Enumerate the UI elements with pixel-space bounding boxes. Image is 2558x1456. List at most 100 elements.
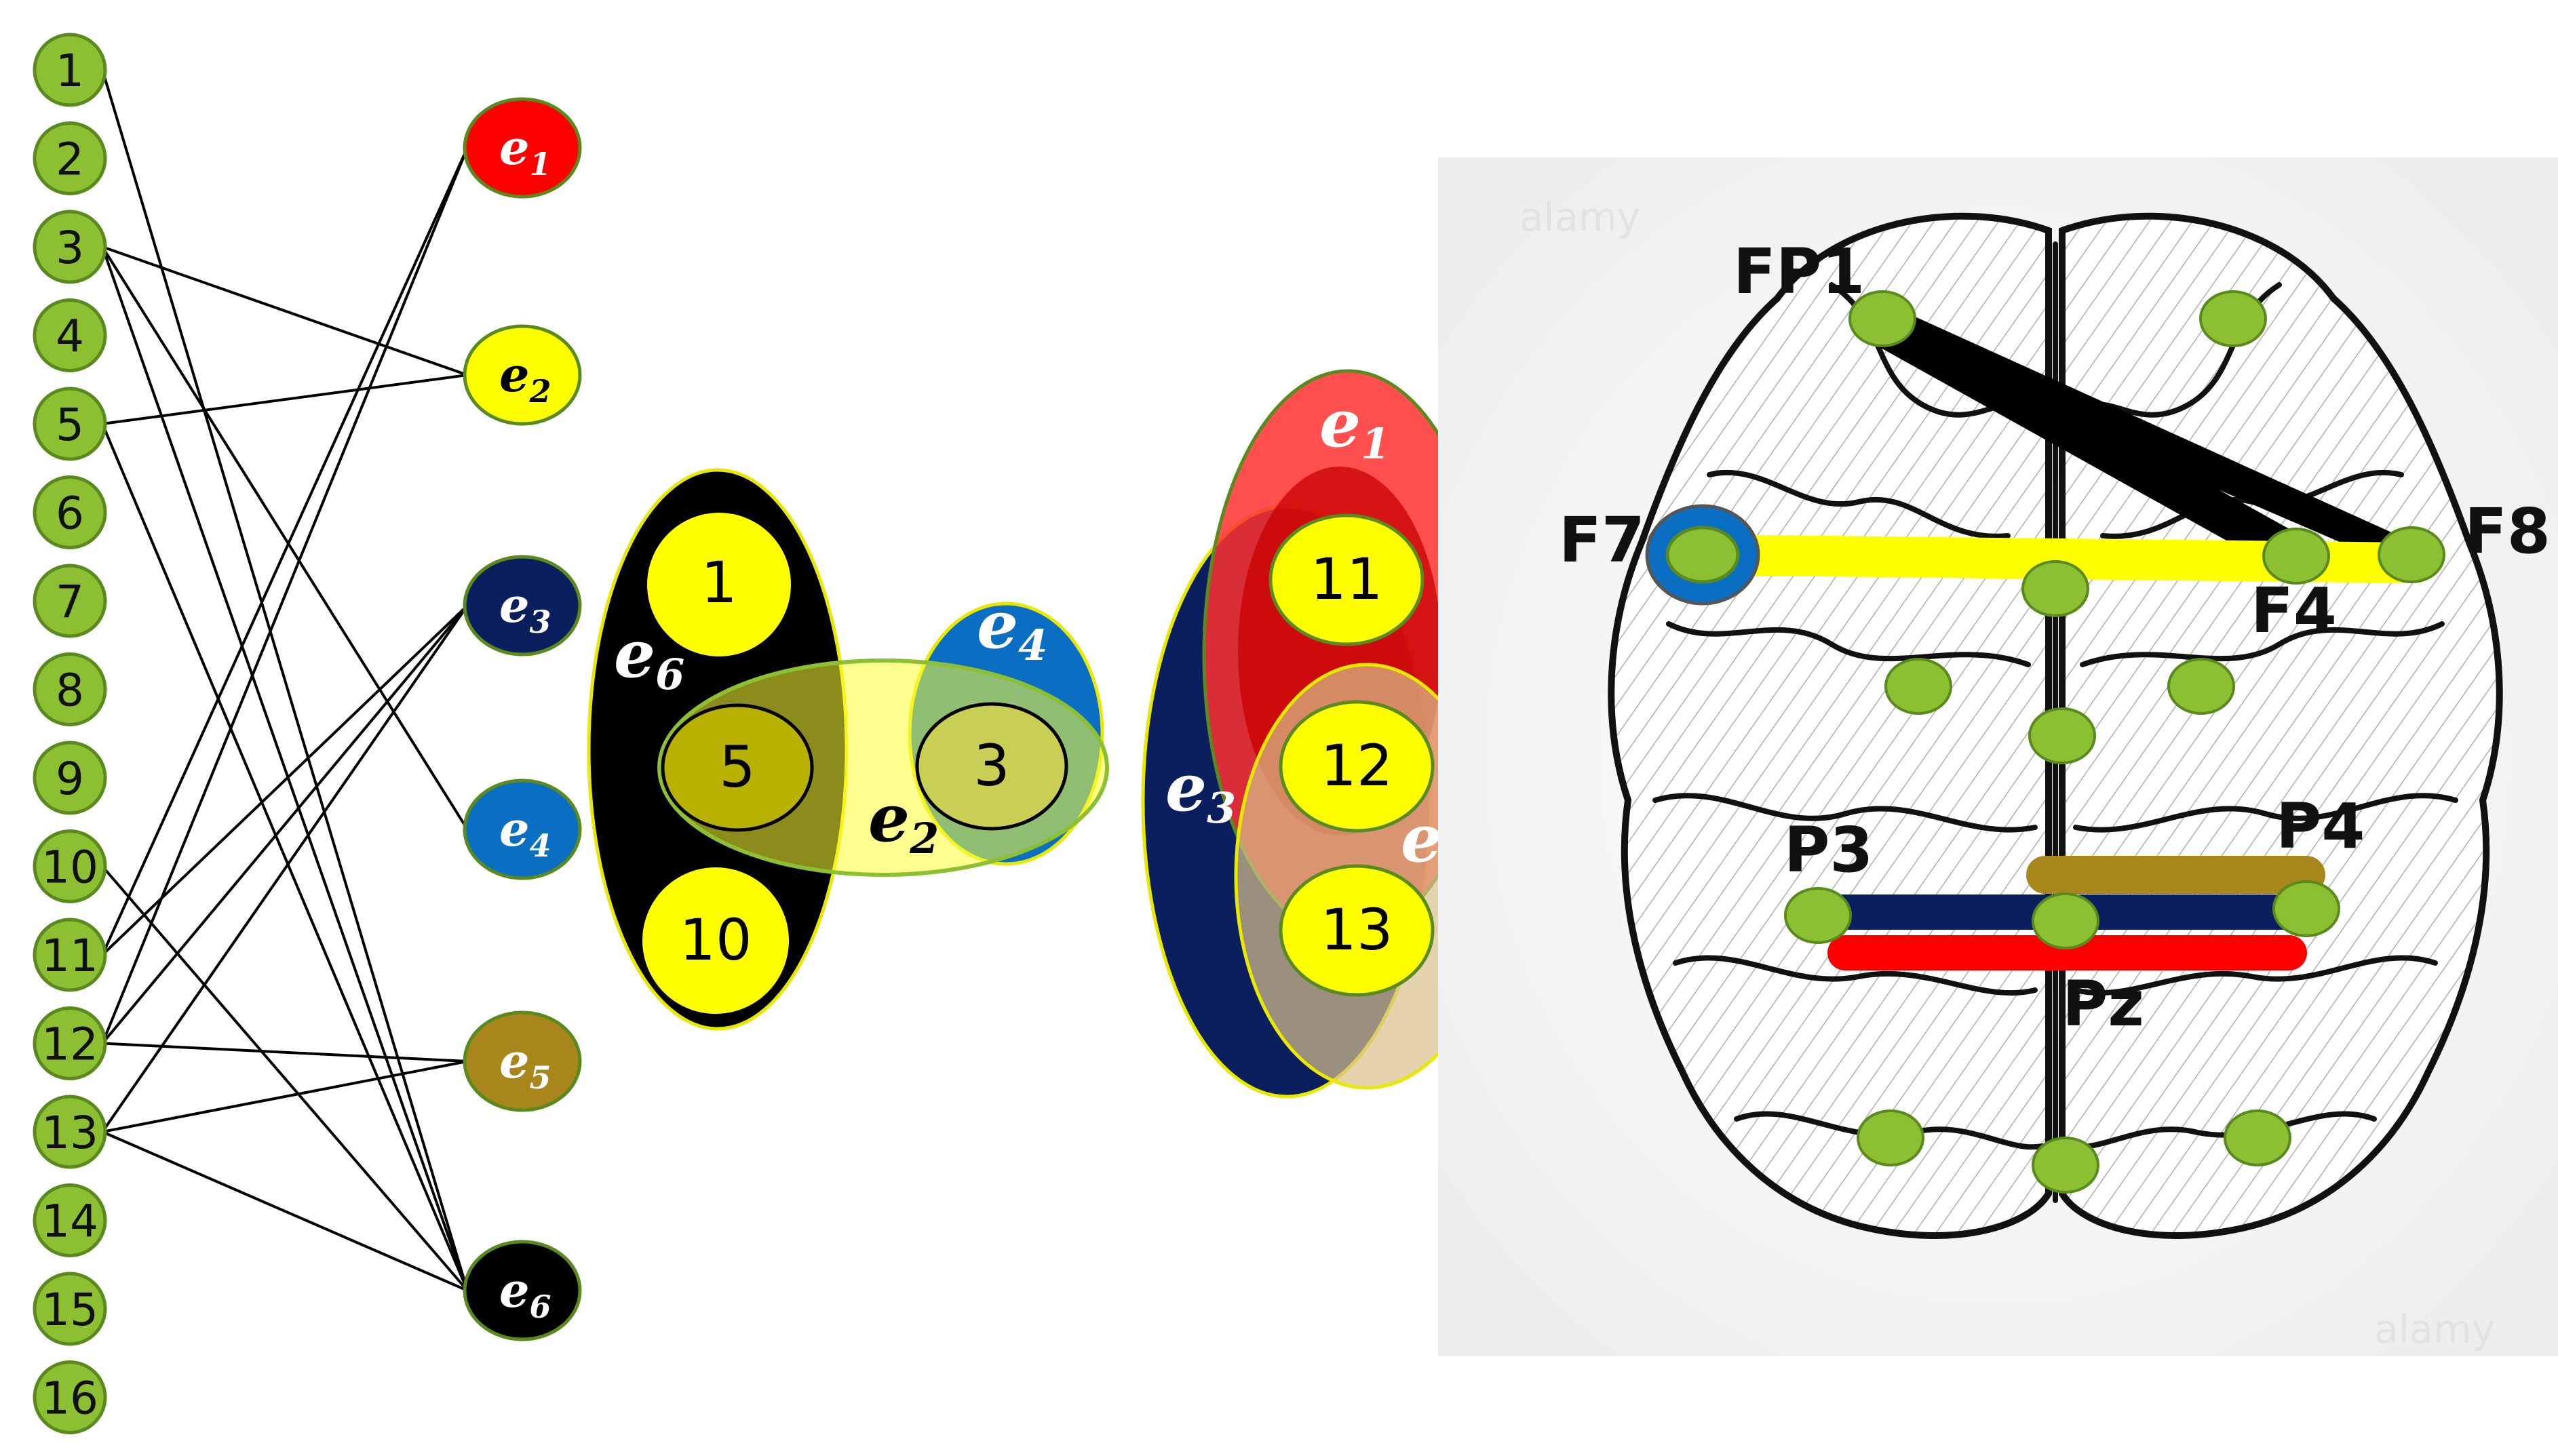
- venn-vertex-1: [644, 510, 794, 659]
- venn-vertex-3: [915, 702, 1068, 831]
- incidence-edge-1-e6: [101, 69, 469, 1291]
- venn-vertex-3-label: 3: [973, 732, 1009, 799]
- vertex-9-circle: [33, 741, 107, 815]
- connection-fp1-f4: [1862, 305, 2317, 576]
- venn-vertex-12-label: 12: [1321, 732, 1393, 799]
- electrode-o1: [1857, 1109, 1924, 1166]
- hyperedge-e4: e4: [463, 779, 582, 880]
- vertex-11-circle: [33, 918, 107, 992]
- incidence-edge-3-e6: [101, 246, 469, 1291]
- vertex-7: 7: [33, 564, 107, 638]
- watermark-bottom: alamy: [2374, 1306, 2495, 1352]
- hyperedge-e1-label: e1: [499, 119, 551, 182]
- electrode-labels: FP1 F7 F8 F4 P3 P4 Pz: [1559, 235, 2551, 1040]
- vertex-16-label: 16: [41, 1373, 98, 1425]
- electrode-o2: [2224, 1109, 2291, 1166]
- venn-vertex-10-label: 10: [680, 907, 752, 973]
- electrode-oz: [2032, 1137, 2099, 1194]
- label-f8: F8: [2464, 495, 2551, 568]
- vertex-15-circle: [33, 1272, 107, 1346]
- incidence-edge-5-e6: [101, 423, 469, 1291]
- hyperedge-e3-label: e3: [499, 577, 551, 640]
- vertex-13: 13: [33, 1095, 107, 1169]
- vertex-9: 9: [33, 741, 107, 815]
- vertex-1: 1: [33, 33, 107, 107]
- venn-vertex-12: [1279, 700, 1435, 833]
- venn-e6-label: e6: [614, 616, 684, 699]
- incidence-edge-13-e6: [102, 1130, 468, 1292]
- label-p4: P4: [2276, 790, 2365, 863]
- electrode-fp2: [2199, 290, 2267, 347]
- vertex-13-label: 13: [41, 1107, 98, 1159]
- electrodes: [1645, 290, 2445, 1194]
- hyperedge-e4-label: e4: [499, 801, 551, 864]
- vertex-5: 5: [33, 387, 107, 461]
- incidence-edge-3-e2: [102, 245, 468, 376]
- vertex-5-label: 5: [56, 399, 84, 451]
- vertex-12-circle: [33, 1006, 107, 1080]
- venn-right: 11 12 13 e1 e3 e5: [1141, 369, 1500, 1099]
- hyperedge-e5-ellipse: [463, 1010, 582, 1112]
- vertex-8-label: 8: [56, 665, 84, 717]
- electrode-c3: [1884, 658, 1952, 715]
- label-pz: Pz: [2062, 968, 2144, 1040]
- vertex-2-label: 2: [56, 134, 84, 186]
- incidence-edge-10-e6: [101, 865, 469, 1292]
- electrode-p4: [2272, 880, 2340, 937]
- electrode-fz: [2021, 560, 2089, 617]
- vertex-16-circle: [33, 1360, 107, 1434]
- hyperedge-e2-ellipse: [463, 324, 582, 426]
- hyperedge-e3: e3: [463, 555, 582, 656]
- brain-panel: alamy alamy: [1438, 157, 2558, 1356]
- watermark-top: alamy: [1519, 194, 1640, 240]
- vertex-11: 11: [33, 918, 107, 992]
- vertex-4-label: 4: [56, 311, 84, 363]
- vertex-15-label: 15: [41, 1284, 98, 1336]
- electrode-f8: [2378, 526, 2445, 583]
- hyperedge-e6-label: e6: [499, 1262, 551, 1325]
- electrode-fp1: [1848, 290, 1916, 347]
- hyperedge-e6: e6: [463, 1240, 582, 1341]
- label-f7: F7: [1559, 504, 1645, 576]
- hyperedge-e4-ellipse: [463, 779, 582, 880]
- vertex-5-circle: [33, 387, 107, 461]
- label-p3: P3: [1784, 814, 1873, 886]
- vertex-13-circle: [33, 1095, 107, 1169]
- vertex-9-label: 9: [56, 753, 84, 805]
- vertex-4: 4: [33, 298, 107, 372]
- venn-e2-label: e2: [868, 780, 939, 863]
- label-f4: F4: [2251, 574, 2337, 647]
- incidence-edge-11-e1: [101, 147, 469, 956]
- label-fp1: FP1: [1733, 235, 1865, 308]
- vertex-6: 6: [33, 475, 107, 549]
- vertex-2: 2: [33, 121, 107, 195]
- hyperedge-e5-label: e5: [499, 1033, 551, 1096]
- incidence-edges: [101, 69, 469, 1292]
- incidence-edge-12-e3: [101, 604, 469, 1044]
- venn-vertex-11-label: 11: [1311, 546, 1383, 612]
- venn-e3-label: e3: [1165, 749, 1236, 833]
- vertex-10-label: 10: [41, 842, 98, 894]
- vertex-1-circle: [33, 33, 107, 107]
- venn-vertex-5-label: 5: [719, 734, 755, 800]
- electrode-c4: [2167, 658, 2235, 715]
- vertex-7-label: 7: [56, 576, 84, 628]
- venn-e1-label: e1: [1319, 385, 1390, 469]
- vertex-3: 3: [33, 210, 107, 284]
- electrode-cz: [2028, 707, 2096, 764]
- vertex-6-circle: [33, 475, 107, 549]
- venn-vertex-1-label: 1: [701, 549, 737, 616]
- venn-vertex-10: [640, 865, 792, 1017]
- vertex-3-circle: [33, 210, 107, 284]
- incidence-edge-13-e3: [101, 604, 469, 1133]
- vertex-8-circle: [33, 652, 107, 726]
- incidence-edge-11-e3: [101, 604, 469, 956]
- hyperedge-e1-ellipse: [463, 97, 582, 199]
- vertex-4-circle: [33, 298, 107, 372]
- vertex-2-circle: [33, 121, 107, 195]
- venn-vertex-13-label: 13: [1321, 897, 1393, 963]
- vertex-1-label: 1: [56, 45, 84, 97]
